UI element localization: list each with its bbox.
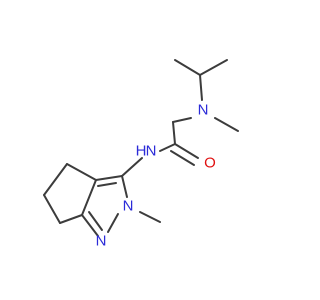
bond-ch2-to-carbonyl	[172, 121, 176, 145]
bond-isopropyl-ch-to-n	[199, 74, 203, 101]
bond-isopropyl-methyl-1	[174, 59, 201, 76]
bond-c3-c3a-1	[95, 175, 123, 181]
bond-c3-n2	[121, 175, 128, 198]
bond-n-methyl	[214, 117, 239, 132]
amine-nitrogen-label: N	[198, 102, 209, 119]
bond-isopropyl-methyl-2	[199, 59, 228, 76]
pyrazole-n2-label: N	[123, 198, 134, 215]
bond-amide-n-to-ring	[121, 157, 143, 177]
bond-c3a-c4	[66, 163, 97, 181]
carbonyl-oxygen-label: O	[204, 155, 216, 172]
bond-amine-n-to-ch2	[172, 117, 192, 123]
bond-c5-c6	[43, 194, 61, 224]
bond-c4-c5	[43, 163, 68, 196]
bond-c3a-c6a	[81, 179, 97, 216]
bond-carbonyl-o-1	[174, 143, 199, 159]
bond-c3-c3a-2	[97, 182, 117, 187]
bond-n1-c6a-2	[88, 211, 103, 231]
bond-c6-c6a	[59, 214, 83, 224]
bond-carbonyl-o-2	[170, 150, 195, 166]
bond-carbonyl-to-amide-n	[159, 143, 176, 152]
bond-n2-methyl	[139, 211, 161, 223]
bond-n1-c6a-1	[81, 214, 99, 237]
bond-n2-n1	[107, 213, 119, 233]
structure-drawing: N O H N N N	[43, 59, 239, 250]
pyrazole-n1-label: N	[96, 233, 107, 250]
amide-nitrogen-label: N	[146, 143, 157, 160]
molecule-canvas: N O H N N N	[43, 59, 239, 250]
amide-hydrogen-label: H	[136, 143, 147, 160]
